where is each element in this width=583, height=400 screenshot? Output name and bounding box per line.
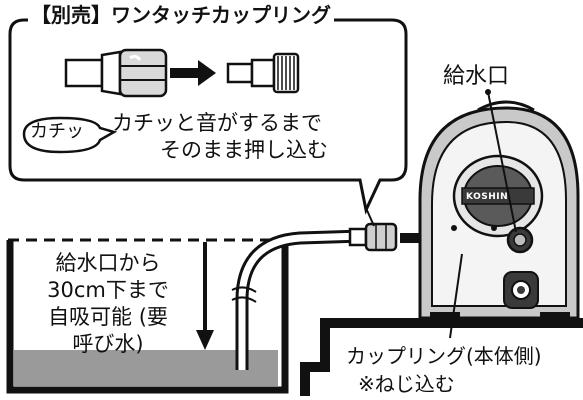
brand-logo-text: KOSHIN xyxy=(466,192,509,202)
callout-arrow-icon xyxy=(170,60,216,86)
callout-title: 【別売】ワンタッチカップリング xyxy=(28,5,334,25)
ground-step xyxy=(300,318,583,396)
click-speech-bubble xyxy=(22,116,118,154)
callout-coupling-icon xyxy=(226,52,300,94)
click-bubble-text: カチッ xyxy=(30,121,84,142)
instruction-line-1: カチッと音がするまで xyxy=(112,111,322,135)
hose-reel-device xyxy=(418,100,580,320)
coupling-leader xyxy=(449,253,463,339)
water-fill xyxy=(14,350,278,386)
water-tank xyxy=(6,240,289,394)
coupling-label: カップリング(本体側) xyxy=(346,344,542,368)
suction-depth-arrow xyxy=(196,242,214,350)
inlet-leader xyxy=(485,89,517,233)
callout-hose-icon xyxy=(64,48,168,98)
suction-note: 給水口から 30cm下まで 自吸可能 (要 呼び水) xyxy=(47,251,169,356)
instruction-line-2: そのまま押し込む xyxy=(160,138,328,162)
hose-coupling xyxy=(348,222,398,252)
water-inlet-label: 給水口 xyxy=(443,64,510,89)
callout-leader xyxy=(365,207,375,227)
coupling-note: ※ねじ込む xyxy=(358,372,455,396)
